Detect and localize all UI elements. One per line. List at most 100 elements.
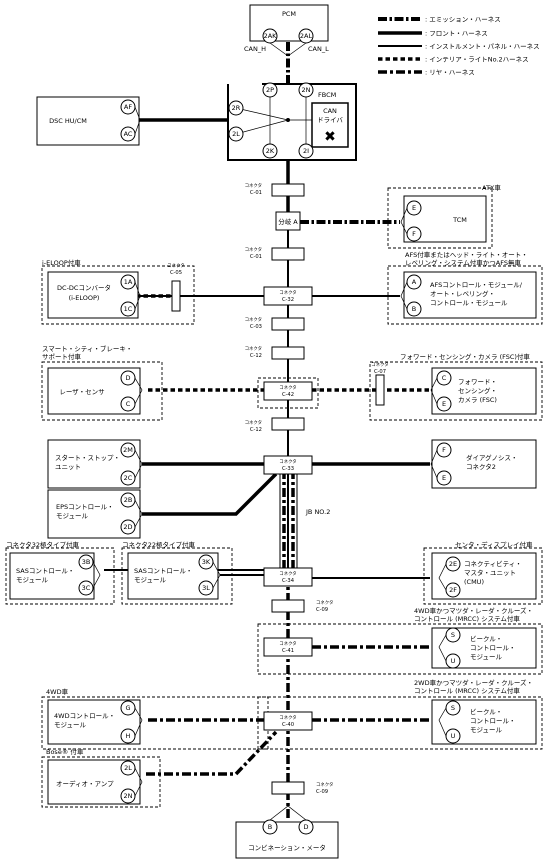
pin-3c: 3C bbox=[82, 584, 91, 592]
fsc-dashed-box bbox=[369, 361, 543, 421]
pin-2c: 2C bbox=[124, 474, 133, 482]
atx-label: ATX車 bbox=[482, 183, 501, 192]
sas22-label-1: SASコントロール・ bbox=[134, 567, 192, 575]
sas32-label-1: SASコントロール・ bbox=[16, 567, 74, 575]
diag-label-2: コネクタ2 bbox=[466, 462, 496, 471]
dcdc-label-1: DC-DCコンバータ bbox=[57, 283, 111, 292]
scbs-dashed-box bbox=[41, 361, 163, 421]
afs-dashed-box bbox=[387, 265, 543, 325]
ieloop-dashed-box bbox=[41, 265, 195, 325]
fsc-label-2: センシング・ bbox=[458, 386, 497, 395]
dcdc-label-2: (i-ELOOP) bbox=[69, 294, 100, 302]
pin-u: U bbox=[451, 657, 456, 665]
connector-title: コネクタ bbox=[245, 316, 262, 323]
connector-title: コネクタ bbox=[279, 714, 296, 721]
awd-module-label-2: モジュール bbox=[54, 721, 87, 729]
can-driver-label-2: ドライバ bbox=[317, 116, 343, 124]
bose-label: Bose® 付車 bbox=[46, 747, 84, 756]
fsc-label-1: フォワード・ bbox=[458, 378, 497, 386]
pin-2e: 2E bbox=[449, 560, 457, 568]
pin-c: C bbox=[126, 400, 131, 408]
atx-dashed-box bbox=[387, 187, 493, 249]
pin-2n: 2N bbox=[124, 792, 133, 800]
connector-title: コネクタ bbox=[167, 262, 184, 269]
pin-2l: 2L bbox=[232, 130, 240, 138]
legend-front-label: : フロント・ハーネス bbox=[425, 30, 488, 38]
connector-c05-label: C-05 bbox=[170, 270, 182, 276]
branch-a-box bbox=[275, 211, 301, 231]
pin-2f: 2F bbox=[449, 586, 457, 594]
pin-2l: 2L bbox=[124, 764, 132, 772]
connector-c09-upper bbox=[271, 599, 305, 613]
fwd-mrcc-dashed-box bbox=[257, 696, 543, 750]
cross-icon: ✖ bbox=[324, 129, 336, 145]
connector-title: コネクタ bbox=[279, 570, 296, 577]
connector-c03-label: C-03 bbox=[250, 324, 262, 330]
pin-a: A bbox=[412, 278, 417, 286]
pin-2r: 2R bbox=[232, 104, 241, 112]
awd-mrcc-dashed-box bbox=[257, 623, 543, 675]
diag-label-1: ダイアグノシス・ bbox=[466, 453, 518, 462]
pin-2ak: 2AK bbox=[264, 32, 278, 40]
pin-e: E bbox=[442, 474, 446, 482]
dsc-label: DSC HU/CM bbox=[49, 117, 87, 125]
pin-s: S bbox=[451, 631, 455, 639]
connector-c32-label: C-32 bbox=[282, 297, 294, 303]
center-display-dashed-box bbox=[423, 547, 543, 605]
connector-c42 bbox=[263, 381, 313, 401]
connector-c09a-label: C-09 bbox=[316, 607, 328, 613]
pin-e: E bbox=[412, 204, 416, 212]
connector-title: コネクタ bbox=[245, 419, 262, 426]
connector-c12-lower bbox=[271, 417, 305, 431]
can-driver-label-1: CAN bbox=[323, 107, 337, 115]
vehicle2-label-1: ビークル・ bbox=[470, 707, 502, 716]
connector-title: コネクタ bbox=[245, 182, 262, 189]
connector-c34 bbox=[263, 567, 313, 587]
connector-c40-label: C-40 bbox=[282, 722, 294, 728]
connector-c41 bbox=[263, 637, 313, 657]
can-driver-box bbox=[311, 102, 349, 148]
connector-c07-label: C-07 bbox=[374, 369, 386, 375]
afs-box bbox=[403, 271, 537, 319]
legend-instrument-label: : インストルメント・パネル・ハーネス bbox=[425, 43, 540, 51]
eps-label-1: EPSコントロール・ bbox=[56, 503, 114, 511]
scbs-label-1: スマート・シティ・ブレーキ・ bbox=[42, 344, 132, 353]
legend-emission-label: : エミッション・ハーネス bbox=[425, 16, 501, 24]
cmu-label-2: マスタ・ユニット bbox=[464, 568, 516, 577]
afs-condition-label-2: レベリング・システム付車かつAFS無車 bbox=[405, 258, 522, 267]
awd-label: 4WD車 bbox=[46, 687, 69, 696]
connector-c12b-label: C-12 bbox=[250, 427, 262, 433]
meter-label: コンビネーション・メータ bbox=[248, 843, 326, 852]
awd-mrcc-label-2: コントロール (MRCC) システム付車 bbox=[414, 614, 520, 623]
pin-2p: 2P bbox=[266, 86, 274, 94]
pin-af: AF bbox=[124, 103, 132, 111]
connector-c01-lower bbox=[271, 247, 305, 261]
legend: : エミッション・ハーネス : フロント・ハーネス : インストルメント・パネル… bbox=[378, 16, 540, 77]
connector-c12a-label: C-12 bbox=[250, 353, 262, 359]
c42-dashed-box bbox=[257, 377, 319, 409]
pin-d: D bbox=[303, 823, 308, 831]
connector-title: コネクタ bbox=[316, 781, 333, 788]
legend-rear-label: : リヤ・ハーネス bbox=[425, 69, 475, 77]
fwd-mrcc-label-2: コントロール (MRCC) システム付車 bbox=[414, 686, 520, 695]
afs-label-3: コントロール・モジュール bbox=[430, 299, 508, 307]
awd-module-label-1: 4WDコントロール・ bbox=[54, 712, 115, 720]
connector-c33-label: C-33 bbox=[282, 466, 294, 472]
center-display-label: センタ・ディスプレイ付車 bbox=[455, 540, 533, 549]
pcm-label: PCM bbox=[282, 10, 296, 18]
vehicle2-label-3: モジュール bbox=[470, 726, 503, 734]
connector-title: コネクタ bbox=[279, 458, 296, 465]
connector-c01-upper bbox=[271, 183, 305, 197]
pin-2i: 2I bbox=[303, 147, 309, 155]
ieloop-label: i-ELOOP付車 bbox=[42, 258, 81, 267]
vehicle2-label-2: コントロール・ bbox=[470, 717, 516, 725]
bose-dashed-box bbox=[41, 756, 161, 808]
branch-a-label: 分岐 A bbox=[278, 217, 298, 226]
connector-c09-lower bbox=[271, 781, 305, 795]
pin-f: F bbox=[412, 230, 416, 238]
fsc-condition-label: フォワード・センシング・カメラ (FSC)付車 bbox=[400, 352, 530, 361]
connector-title: コネクタ bbox=[245, 345, 262, 352]
connector-c05 bbox=[171, 280, 181, 312]
pin-3b: 3B bbox=[82, 558, 91, 566]
afs-label-2: オート・レベリング・ bbox=[430, 289, 495, 298]
